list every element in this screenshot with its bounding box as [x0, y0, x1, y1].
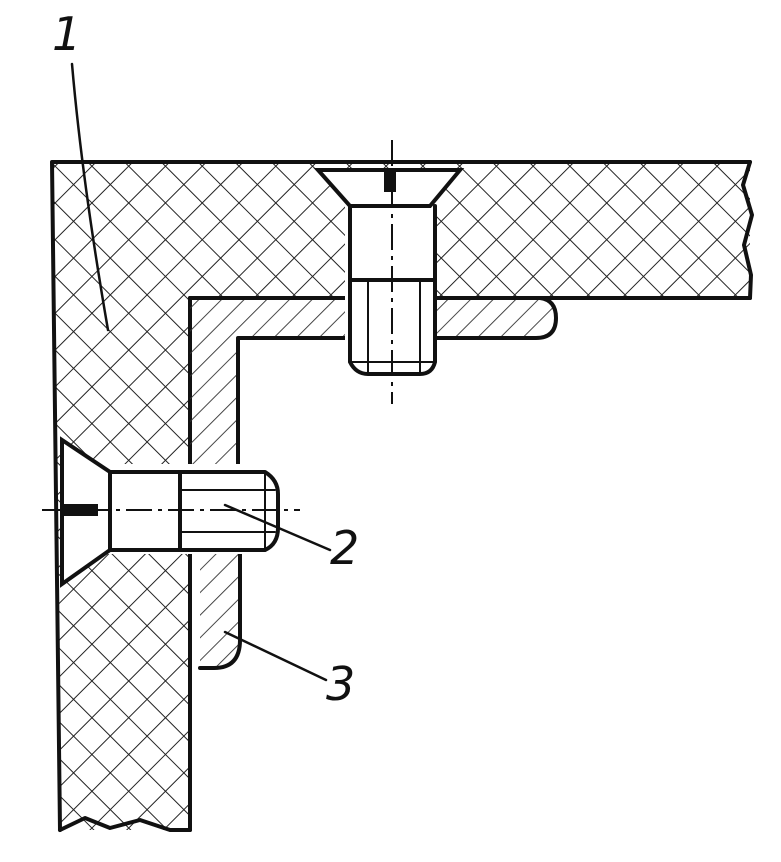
- panel-inner-outline: [188, 296, 752, 832]
- top-panel-end: [741, 160, 754, 300]
- side-panel-end: [58, 816, 192, 832]
- leader-1: [70, 62, 110, 332]
- panel-outline: [50, 160, 752, 832]
- side-screw: [42, 436, 300, 588]
- bracket-outline-top: [188, 296, 558, 472]
- leader-2: [223, 503, 332, 552]
- leader-3: [223, 630, 328, 682]
- top-screw: [313, 140, 465, 404]
- bracket-lower-leg: [200, 552, 240, 668]
- callout-label-1: 1: [52, 7, 81, 61]
- callout-label-3: 3: [326, 657, 355, 711]
- leaders: [70, 62, 332, 682]
- callout-label-2: 2: [330, 521, 359, 575]
